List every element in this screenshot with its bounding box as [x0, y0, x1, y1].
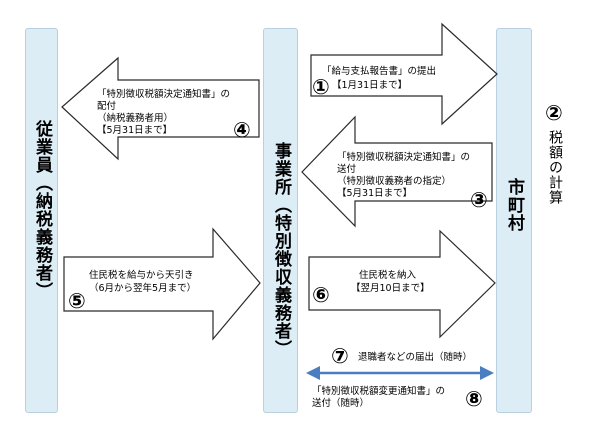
step-4-line-3: （納税義務者用）: [97, 113, 174, 124]
step-7-number: ⑦: [331, 344, 349, 368]
step-4-line-4: 【5月31日まで】: [97, 125, 173, 136]
step-5-line-1: 住民税を給与から天引き: [89, 270, 194, 281]
step-3-line-1: 「特別徴収税額決定通知書」の: [337, 152, 471, 163]
office-column: [263, 28, 298, 413]
step-4-line-1: 「特別徴収税額決定通知書」の: [97, 89, 231, 100]
step-7-line-1: 退職者などの届出（随時）: [358, 352, 473, 363]
step-1-number: ①: [312, 75, 330, 99]
tax-calculation-label: 税額の計算: [547, 130, 563, 205]
step-5-number: ⑤: [68, 289, 86, 313]
step-2-number: ②: [545, 101, 563, 125]
step-1-line-2: 【1月31日まで】: [332, 80, 408, 91]
step-6-line-1: 住民税を納入: [359, 270, 417, 281]
municipality-column-label: 市町村: [504, 178, 524, 232]
step-6-line-2: 【翌月10日まで】: [351, 283, 430, 294]
step-8-number: ⑧: [465, 387, 483, 411]
step-3-line-3: （特別徴収義務者の指定）: [337, 176, 452, 187]
step-4-line-2: 配付: [97, 101, 117, 112]
municipality-column: [496, 28, 532, 413]
step-8-line-1: 「特別徴収税額変更通知書」の: [312, 386, 446, 397]
step-3-number: ③: [470, 188, 488, 212]
step-4-number: ④: [233, 118, 251, 142]
employee-column: [25, 28, 58, 413]
employee-column-label: 従業員（納税義務者）: [32, 120, 52, 300]
step-6-number: ⑥: [312, 283, 330, 307]
step-5-line-2: （6月から翌年5月まで）: [89, 283, 197, 294]
office-column-label: 事業所（特別徴収義務者）: [271, 142, 291, 358]
step-3-line-2: 送付: [337, 164, 357, 175]
step-3-line-4: 【5月31日まで】: [337, 188, 413, 199]
step-1-line-1: 「給与支払報告書」の提出: [322, 66, 437, 77]
step-8-line-2: 送付（随時）: [312, 398, 370, 409]
